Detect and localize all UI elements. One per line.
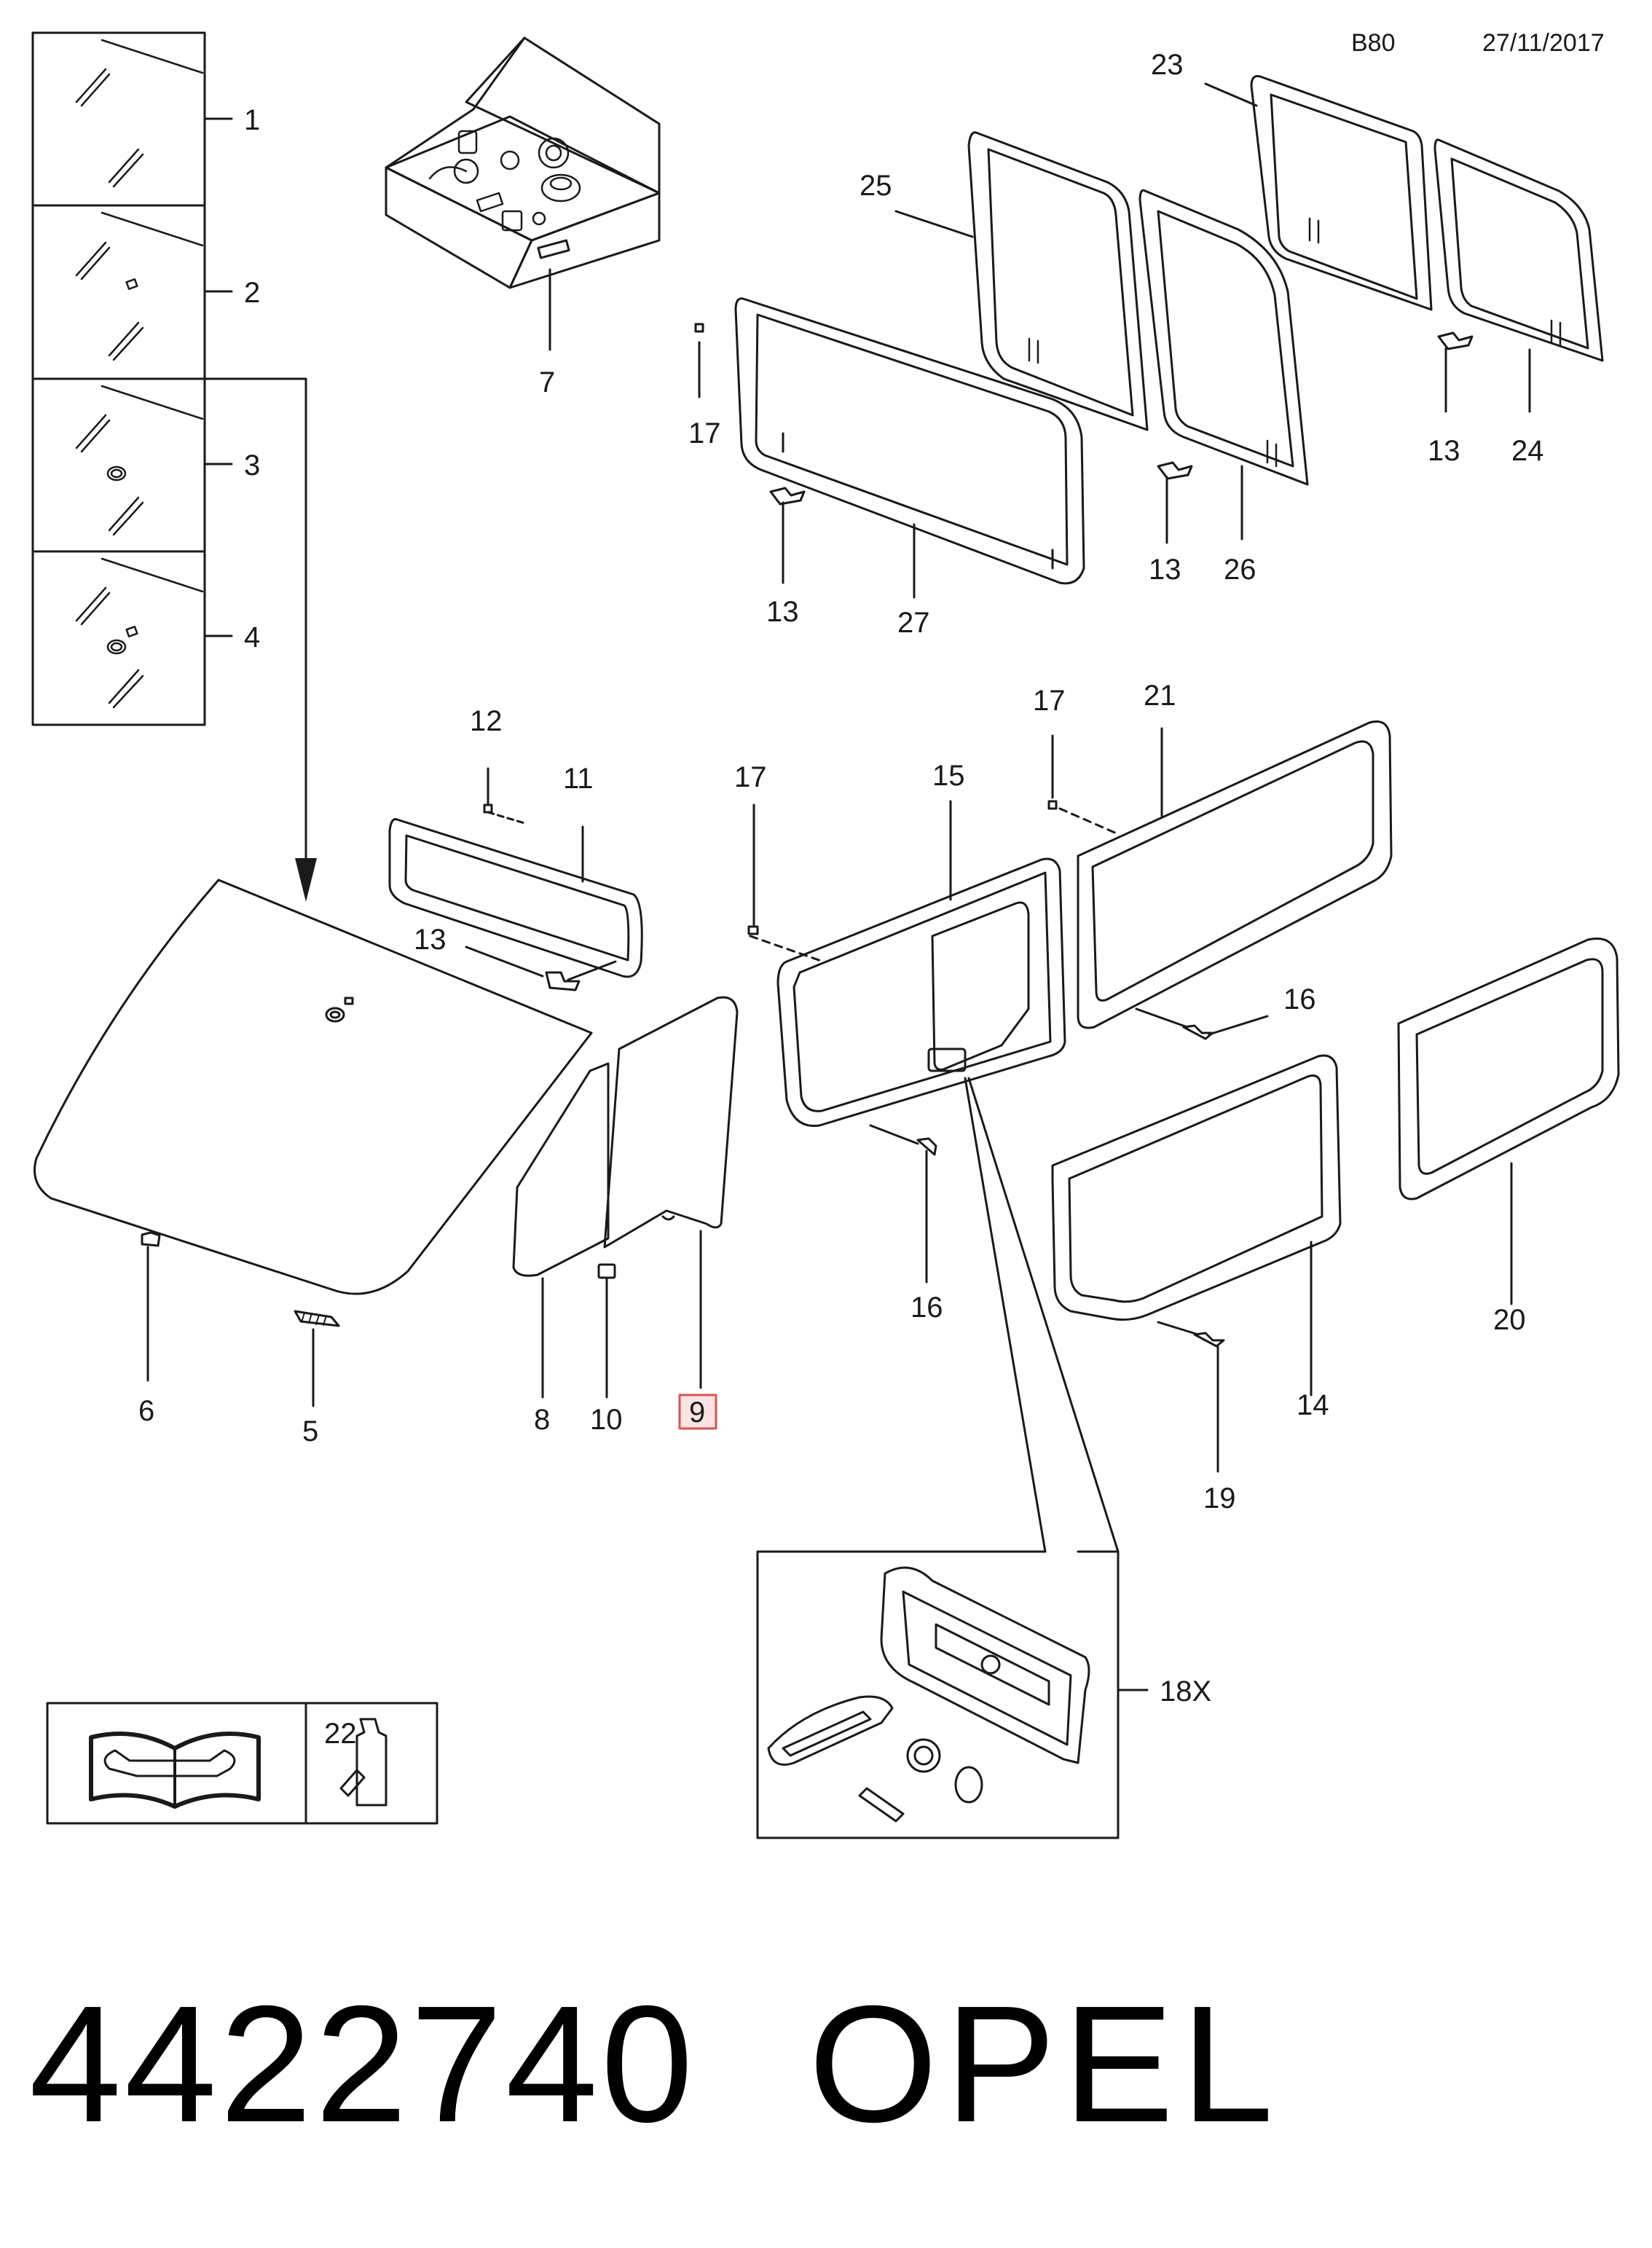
part-26-glass bbox=[1138, 189, 1309, 544]
callout-15: 15 bbox=[932, 760, 965, 792]
diagram-date: 27/11/2017 bbox=[1482, 29, 1605, 57]
diagram-code: B80 bbox=[1351, 29, 1396, 57]
part-15-glass bbox=[747, 800, 1120, 1553]
callout-4: 4 bbox=[244, 621, 260, 653]
callout-18x: 18X bbox=[1160, 1675, 1211, 1707]
callout-19: 19 bbox=[1203, 1482, 1236, 1514]
callout-1: 1 bbox=[244, 104, 260, 136]
part-20-glass bbox=[1397, 938, 1620, 1305]
callout-2: 2 bbox=[244, 277, 260, 309]
callout-12: 12 bbox=[470, 705, 503, 737]
callout-13d: 13 bbox=[1428, 435, 1460, 467]
part-27-glass bbox=[694, 297, 1085, 599]
callout-24: 24 bbox=[1511, 435, 1544, 467]
callout-14: 14 bbox=[1297, 1389, 1329, 1421]
part-number: 4422740 bbox=[29, 1972, 696, 2157]
part-11-glass bbox=[388, 767, 643, 991]
callout-13a: 13 bbox=[414, 924, 447, 956]
part-21-glass bbox=[1047, 720, 1393, 1040]
callout-labels: 1 2 3 4 5 6 7 8 9 10 11 12 13 13 13 13 1… bbox=[138, 49, 1544, 1750]
latch-detail-box bbox=[756, 1550, 1149, 1839]
callout-27: 27 bbox=[897, 607, 930, 639]
repair-kit-box bbox=[385, 36, 661, 351]
callout-13b: 13 bbox=[766, 596, 799, 628]
callout-16b: 16 bbox=[910, 1292, 943, 1324]
callout-5: 5 bbox=[302, 1415, 318, 1447]
callout-17b: 17 bbox=[734, 761, 767, 793]
part-23-glass bbox=[1204, 75, 1433, 311]
part-24-glass bbox=[1433, 138, 1604, 413]
tool-reference-box bbox=[46, 1702, 438, 1825]
callout-17c: 17 bbox=[1033, 685, 1066, 717]
callout-25: 25 bbox=[860, 170, 892, 202]
windshield-glass bbox=[34, 879, 593, 1407]
callout-23: 23 bbox=[1151, 49, 1184, 81]
windshield-variant-table bbox=[31, 31, 317, 902]
callout-6: 6 bbox=[138, 1395, 154, 1427]
callout-11: 11 bbox=[563, 763, 594, 795]
callout-10: 10 bbox=[590, 1404, 623, 1436]
callout-22: 22 bbox=[324, 1718, 357, 1750]
callout-8: 8 bbox=[534, 1404, 550, 1436]
callout-26: 26 bbox=[1224, 554, 1256, 586]
door-glass-parts bbox=[512, 996, 739, 1430]
callout-17a: 17 bbox=[688, 417, 721, 449]
callout-20: 20 bbox=[1493, 1304, 1526, 1336]
callout-13c: 13 bbox=[1149, 554, 1181, 586]
callout-16a: 16 bbox=[1283, 983, 1316, 1015]
part-14-glass bbox=[1051, 1054, 1342, 1473]
callout-3: 3 bbox=[244, 449, 260, 482]
part-25-glass bbox=[894, 131, 1149, 431]
callout-21: 21 bbox=[1144, 680, 1176, 712]
callout-7: 7 bbox=[539, 366, 555, 398]
brand-name: OPEL bbox=[809, 1972, 1281, 2157]
callout-9: 9 bbox=[689, 1396, 705, 1428]
